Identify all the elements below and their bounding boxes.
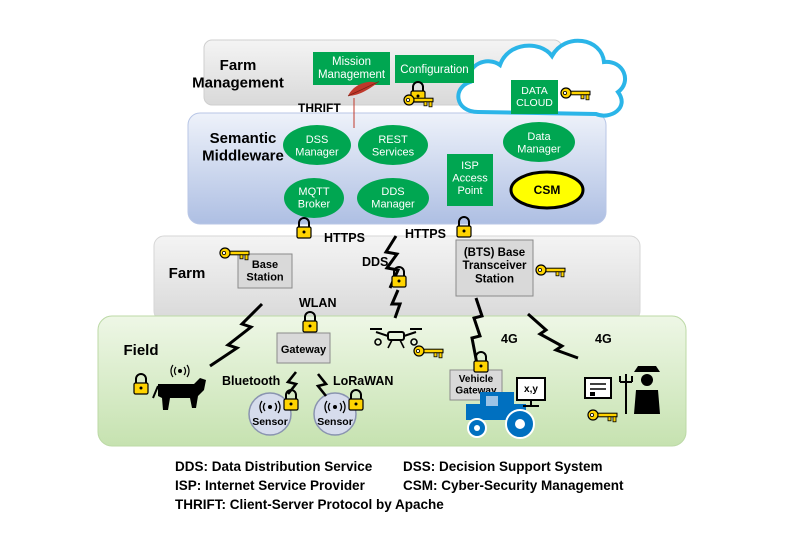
dds-manager-node — [357, 178, 429, 218]
gateway-box — [276, 332, 331, 364]
lightning-icon — [285, 371, 299, 395]
cow-icon — [152, 378, 206, 410]
data-cloud-box — [511, 80, 558, 114]
legend-thrift: THRIFT: Client-Server Protocol by Apache — [175, 497, 444, 512]
layer-label-field: Field — [123, 342, 158, 359]
wifi-signal-icon — [170, 364, 190, 378]
wlan-label: WLAN — [299, 296, 337, 310]
legend: DDS: Data Distribution Service DSS: Deci… — [175, 457, 695, 514]
dss-manager-node — [283, 125, 351, 165]
sensor-label-2: Sensor — [317, 416, 353, 428]
farmer-icon — [584, 366, 660, 414]
4g-right-label: 4G — [595, 332, 612, 346]
rest-services-node — [358, 125, 428, 165]
lightning-icon — [383, 235, 401, 289]
thrift-label: THRIFT — [298, 101, 341, 115]
tractor-icon — [466, 392, 535, 439]
layer-label-farm: Farm — [169, 265, 206, 282]
feather-icon — [347, 81, 380, 97]
data-manager-node — [503, 122, 575, 162]
lightning-icon — [470, 297, 484, 365]
sensor-node-2 — [313, 392, 357, 436]
mission-management-box — [313, 52, 390, 85]
lightning-icon — [389, 289, 403, 319]
xy-label: x,y — [524, 384, 538, 395]
legend-dds: DDS: Data Distribution Service — [175, 459, 373, 474]
sensor-node-1 — [248, 392, 292, 436]
bts-box — [455, 239, 534, 297]
wifi-signal-icon — [259, 400, 281, 414]
field-layer — [97, 315, 687, 447]
csm-label: CSM — [534, 183, 561, 197]
csm-node — [509, 170, 585, 210]
lorawan-label: LoRaWAN — [333, 374, 393, 388]
4g-left-label: 4G — [501, 332, 518, 346]
monitor-icon — [516, 377, 546, 407]
legend-dss: DSS: Decision Support System — [403, 459, 603, 474]
lightning-icon — [527, 312, 579, 360]
wifi-signal-icon — [324, 400, 346, 414]
lightning-icon — [209, 302, 264, 368]
gateway-label: Gateway — [281, 344, 327, 356]
mqtt-broker-node — [284, 178, 344, 218]
legend-csm: CSM: Cyber-Security Management — [403, 478, 624, 493]
bluetooth-label: Bluetooth — [222, 374, 280, 388]
https-right-label: HTTPS — [405, 227, 446, 241]
isp-access-point-box — [447, 154, 493, 206]
configuration-box — [395, 55, 474, 83]
lightning-icon — [315, 373, 329, 397]
dds-link-label: DDS — [362, 255, 388, 269]
legend-isp: ISP: Internet Service Provider — [175, 478, 365, 493]
drone-icon — [370, 328, 422, 349]
https-left-label: HTTPS — [324, 231, 365, 245]
sensor-label-1: Sensor — [252, 416, 288, 428]
configuration-label: Configuration — [400, 64, 468, 76]
